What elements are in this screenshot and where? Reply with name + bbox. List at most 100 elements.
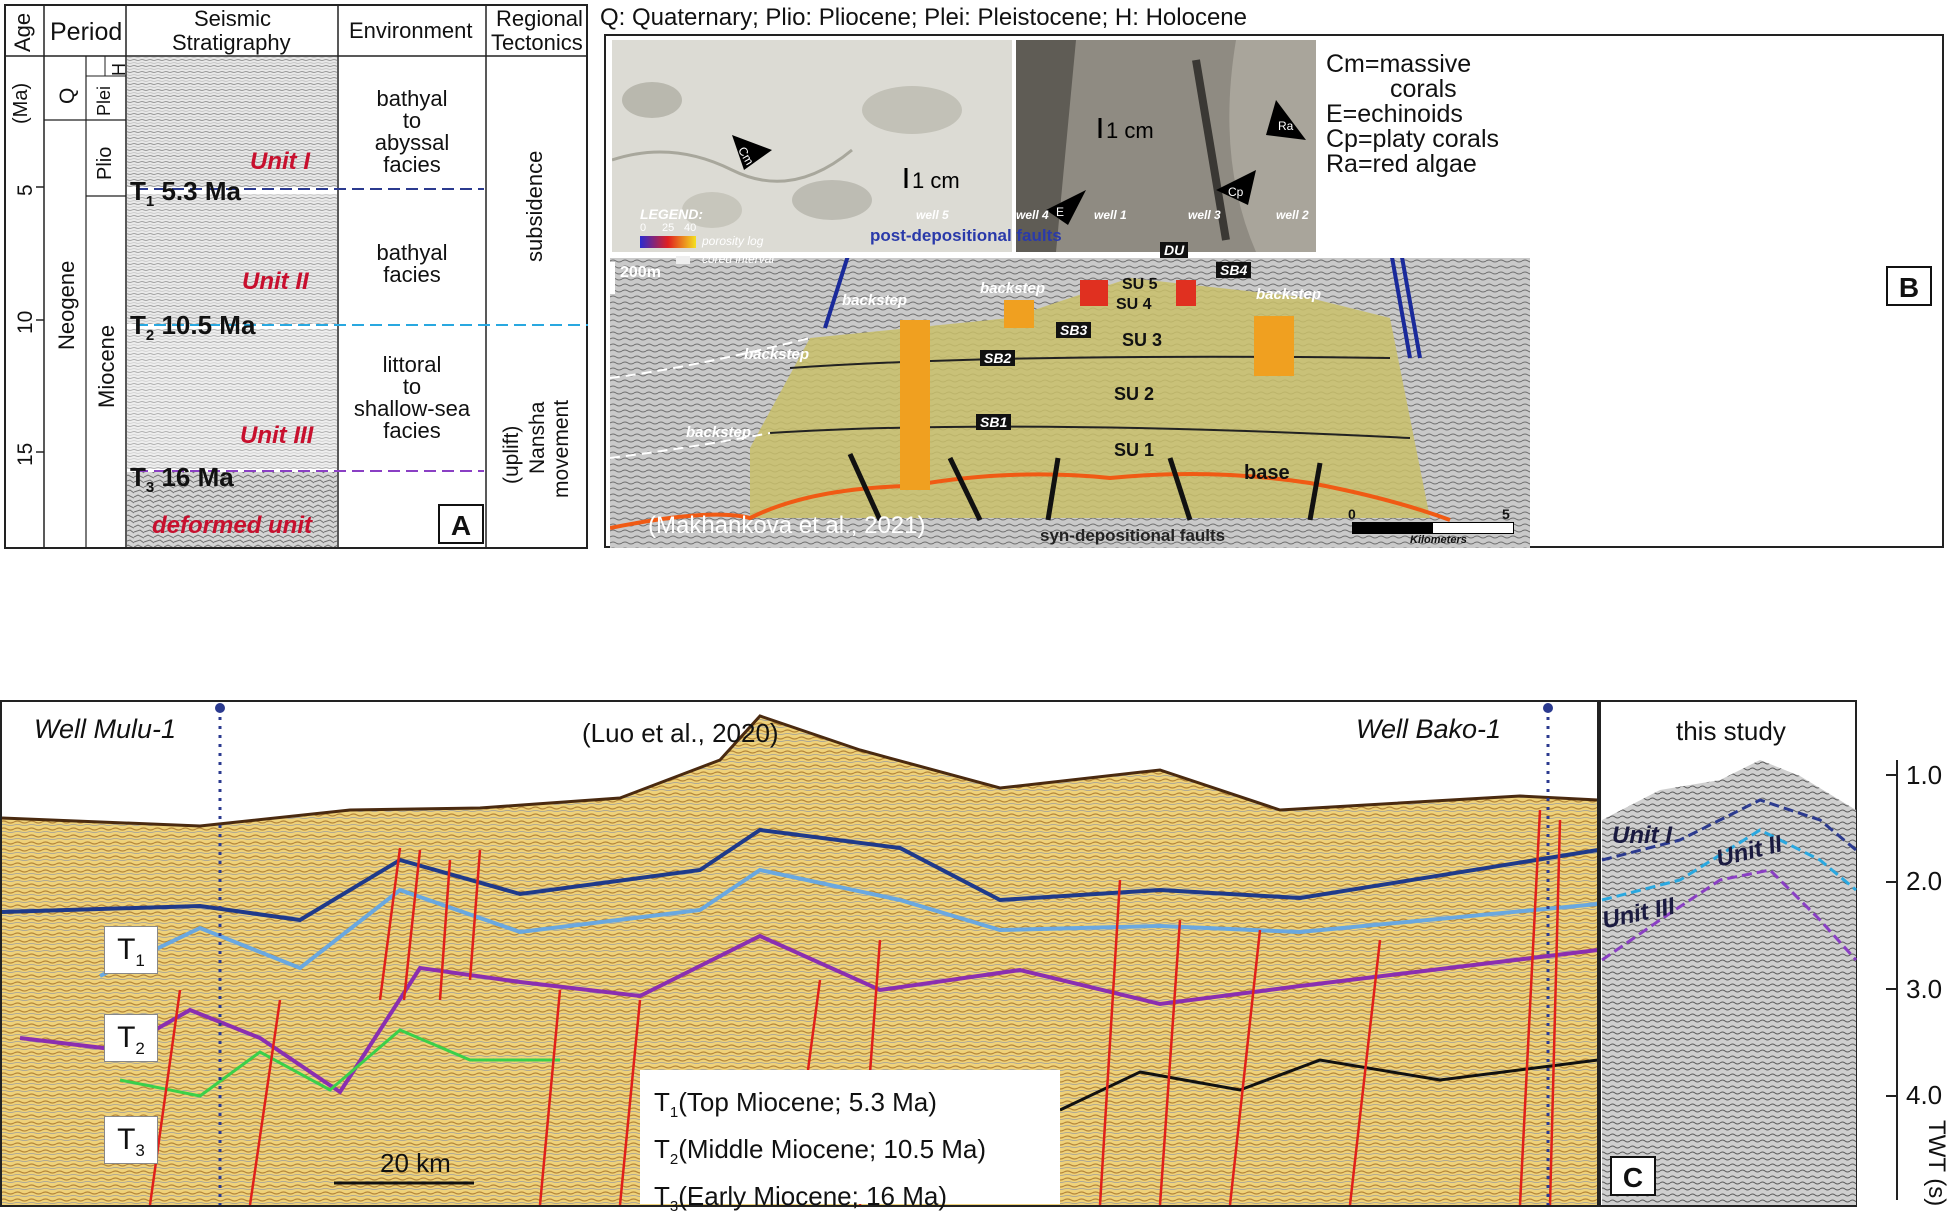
base-label: base xyxy=(1244,462,1290,484)
period-plei: Plei xyxy=(94,85,114,116)
km-tick-0: 0 xyxy=(1348,506,1356,522)
porosity-color-bar xyxy=(640,236,696,248)
regional-header: Regional xyxy=(496,6,583,31)
seismic-unit-ii-image xyxy=(127,194,337,324)
well-1-label: well 1 xyxy=(1094,208,1127,222)
well-2-label: well 2 xyxy=(1276,208,1309,222)
scale-20km-label: 20 km xyxy=(380,1148,451,1178)
legend-title: LEGEND: xyxy=(640,206,703,222)
period-neogene: Neogene xyxy=(54,260,79,350)
legend-t3: T3(Early Miocene; 16 Ma) xyxy=(654,1181,947,1216)
seismic-unit-i-image xyxy=(127,57,337,187)
age-tick-15: 15 xyxy=(14,442,37,466)
seismic-unit-iii-image xyxy=(127,329,337,469)
age-tick-10: 10 xyxy=(14,310,37,334)
deformed-unit-label: deformed unit xyxy=(152,512,312,539)
inset-unit-i: Unit I xyxy=(1612,822,1672,849)
period-q: Q xyxy=(56,87,79,104)
twt-axis-title: TWT (s) xyxy=(1923,1120,1950,1207)
marker-cp-arrow xyxy=(1216,170,1256,205)
abbreviation-caption: Q: Quaternary; Plio: Pliocene; Plei: Ple… xyxy=(600,4,1247,31)
backstep-2: backstep xyxy=(980,280,1046,297)
backstep-5: backstep xyxy=(686,424,752,441)
coral-legend: Cm=massive corals E=echinoids Cp=platy c… xyxy=(1326,50,1499,178)
sb4-label: SB4 xyxy=(1216,262,1252,278)
horizon-c-t1 xyxy=(1,827,1599,923)
panel-a-label: A xyxy=(438,504,484,544)
marker-ra-label: Ra xyxy=(1278,119,1294,133)
horizon-t3-label: T3 16 Ma xyxy=(130,462,234,497)
well-4-label: well 4 xyxy=(1016,208,1049,222)
su3-label: SU 3 xyxy=(1122,330,1163,350)
backstep-1: backstep xyxy=(842,292,908,309)
porosity-tick-0: 0 xyxy=(640,222,647,234)
km-scale-bar xyxy=(1352,522,1514,534)
marker-e-arrow xyxy=(1046,190,1086,225)
seismic-section-b xyxy=(610,258,1530,548)
panel-a: Age Period Seismic Stratigraphy Environm… xyxy=(4,4,588,549)
panel-b: Q: Quaternary; Plio: Pliocene; Plei: Ple… xyxy=(596,0,1956,550)
legend-t1: T1(Top Miocene; 5.3 Ma) xyxy=(654,1087,937,1122)
tectonics-header: Tectonics xyxy=(491,30,583,55)
scale-200-bar xyxy=(610,262,615,294)
panel-b-label: B xyxy=(1886,266,1932,306)
period-plio: Plio xyxy=(94,146,116,180)
marker-ra-arrow xyxy=(1266,100,1306,140)
twt-label-1: 1.0 xyxy=(1906,760,1943,790)
backstep-4: backstep xyxy=(744,346,810,363)
unit-ii-label: Unit II xyxy=(242,268,309,295)
twt-label-2: 2.0 xyxy=(1906,866,1943,896)
legend-t2: T2(Middle Miocene; 10.5 Ma) xyxy=(654,1134,987,1169)
period-h: H xyxy=(109,63,129,76)
well-5-label: well 5 xyxy=(916,208,949,222)
twt-tick-4 xyxy=(1886,1095,1896,1097)
environment-header: Environment xyxy=(349,18,473,43)
horizon-c-t3 xyxy=(19,933,1599,1095)
twt-label-4: 4.0 xyxy=(1906,1080,1943,1110)
age-tick-5: 5 xyxy=(14,184,37,196)
tectonics-subsidence: subsidence xyxy=(522,150,547,262)
age-header: Age xyxy=(10,12,35,52)
marker-e-label: E xyxy=(1056,205,1064,219)
sb2-label: SB2 xyxy=(980,350,1016,366)
su2-label: SU 2 xyxy=(1114,384,1155,404)
twt-tick-1 xyxy=(1886,774,1896,776)
scale-200-label: 200m xyxy=(620,264,661,281)
tectonics-movement: movement xyxy=(550,399,573,498)
porosity-label: porosity log xyxy=(702,234,764,248)
panel-a-frame xyxy=(4,4,588,549)
du-label: DU xyxy=(1160,242,1189,258)
horizon-t1-label: T1 5.3 Ma xyxy=(130,176,241,211)
well-mulu-label: Well Mulu-1 xyxy=(34,714,177,744)
twt-axis-line xyxy=(1896,760,1898,1200)
well-3-label: well 3 xyxy=(1188,208,1221,222)
horizon-c-t2 xyxy=(99,867,1599,978)
coral-photo-left: Cm 1 cm xyxy=(612,40,1012,252)
tectonics-nansha: Nansha xyxy=(526,401,549,474)
km-tick-5: 5 xyxy=(1502,506,1510,522)
marker-cm-arrow xyxy=(732,135,772,170)
su4-label: SU 4 xyxy=(1116,296,1152,313)
period-miocene: Miocene xyxy=(94,324,119,408)
citation-c: (Luo et al., 2020) xyxy=(582,718,779,748)
syn-faults-label: syn-depositional faults xyxy=(1040,526,1226,545)
post-faults-label: post-depositional faults xyxy=(870,226,1062,245)
porosity-tick-25: 25 xyxy=(662,222,675,234)
twt-tick-2 xyxy=(1886,881,1896,883)
su1-label: SU 1 xyxy=(1114,440,1155,460)
marker-cp-label: Cp xyxy=(1228,185,1244,199)
age-unit-label: (Ma) xyxy=(10,82,32,124)
photo-left-scale: 1 cm xyxy=(912,168,960,193)
horizon-t2-label: T2 10.5 Ma xyxy=(130,310,256,345)
unit-iii-label: Unit III xyxy=(240,422,314,449)
cored-label: cored interval xyxy=(702,252,775,266)
panel-c-label: C xyxy=(1610,1156,1656,1196)
unit-i-label: Unit I xyxy=(250,148,310,175)
panel-c: Well Mulu-1 Well Bako-1 (Luo et al., 202… xyxy=(0,700,1960,1216)
sb3-label: SB3 xyxy=(1056,322,1092,338)
well-bako-label: Well Bako-1 xyxy=(1356,714,1502,744)
km-label: Kilometers xyxy=(1410,534,1467,546)
sb1-label: SB1 xyxy=(976,414,1012,430)
